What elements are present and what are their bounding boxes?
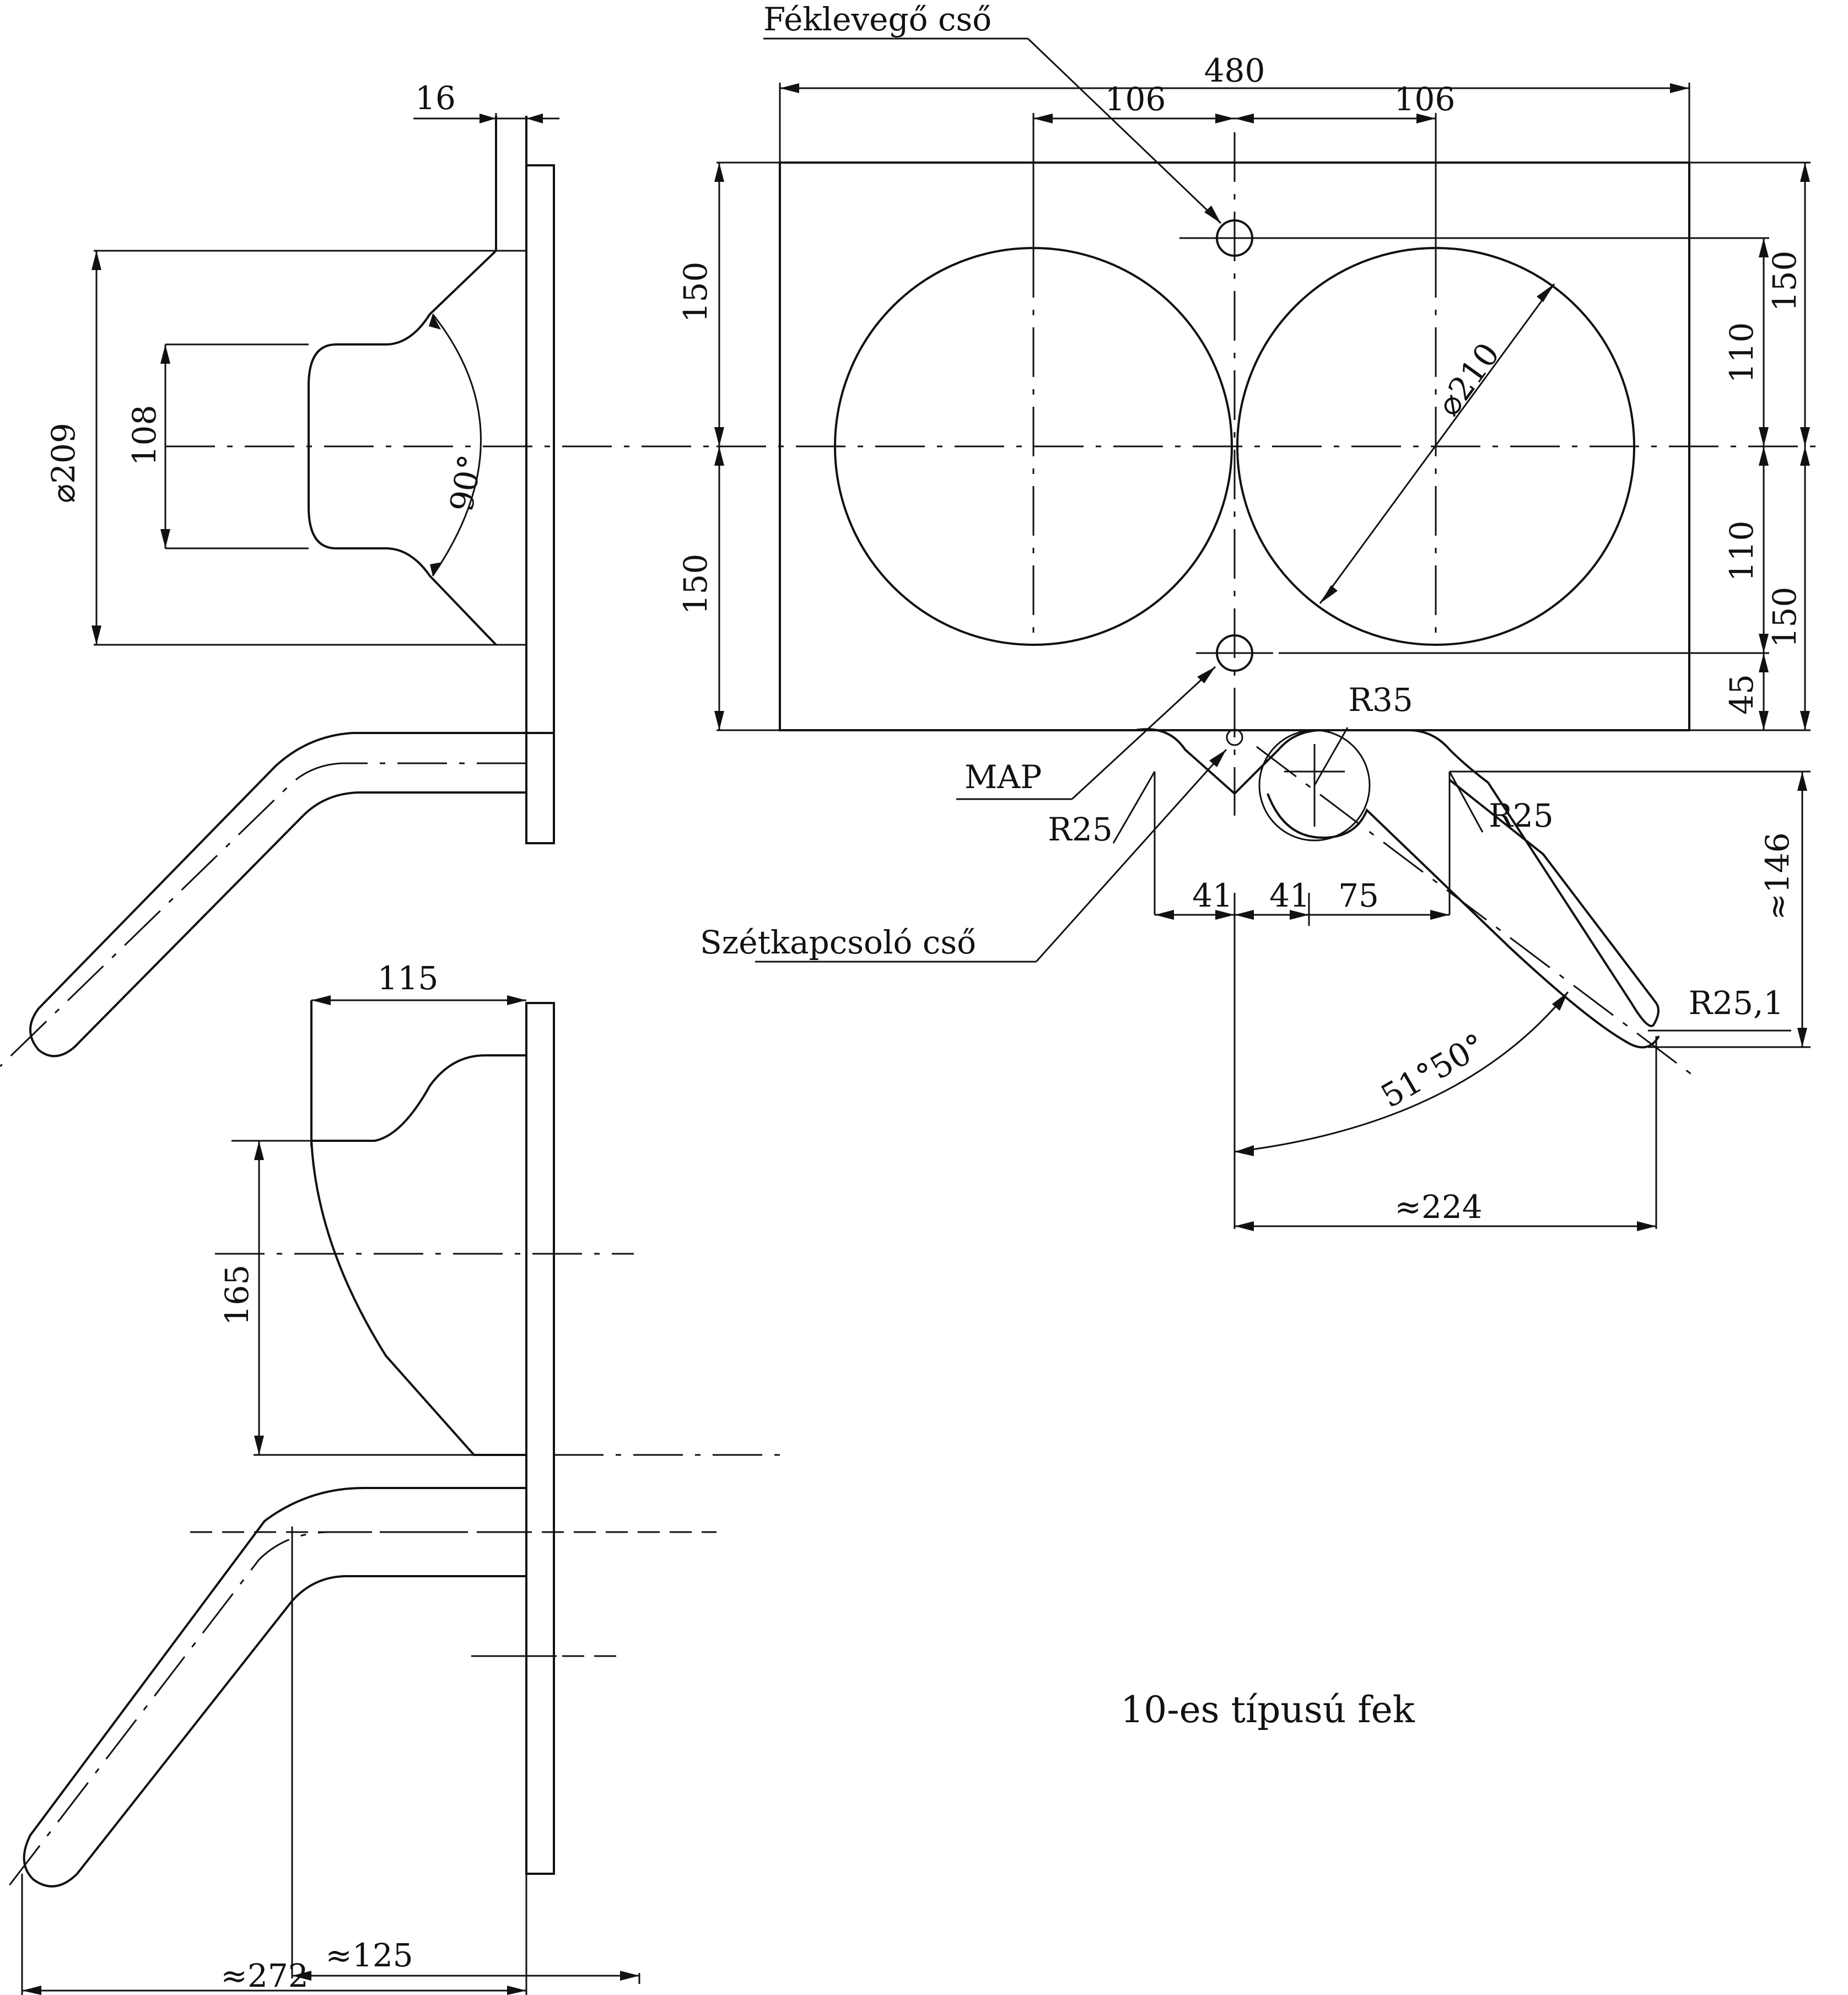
callout-map: MAP [965,758,1042,796]
dim-165: 165 [218,1265,256,1326]
bottom-flange [525,1002,555,1875]
dim-125: ≈125 [325,1937,413,1974]
drawing-title: 10-es típusú fek [1120,1689,1415,1731]
flange-plate [525,164,555,844]
dim-right-110-top: 110 [1723,322,1760,384]
r35-circle [1258,729,1371,842]
bottom-body-top [311,1054,526,1142]
label-r35: R35 [1348,681,1413,719]
dim-150-top: 150 [677,262,714,323]
label-r25-1: R25,1 [1689,984,1784,1022]
side-tube [29,732,554,1058]
dim-right-150-bottom: 150 [1766,587,1803,648]
notch-left [1135,728,1323,795]
dim-right-45: 45 [1723,674,1760,715]
dim-480: 480 [1204,52,1265,89]
bottom-body-curve [310,1140,526,1456]
dim-272: ≈272 [220,1957,308,1994]
callout-brake-release: Féklevegő cső [763,1,992,38]
dim-146: ≈146 [1759,832,1796,920]
label-r25-right: R25 [1489,797,1553,834]
dim-41-a: 41 [1192,877,1233,914]
dim-224: ≈224 [1394,1188,1482,1226]
dim-right-110-bottom: 110 [1723,521,1760,582]
disconnect-hole [1226,729,1243,746]
dim-75: 75 [1338,877,1379,914]
callouts: Féklevegő cső MAP Szétkapcsoló cső [700,1,1227,963]
dim-angle-90: 90° [443,452,489,514]
callout-disconnect: Szétkapcsoló cső [700,924,976,961]
dim-41-b: 41 [1269,877,1310,914]
dim-108: 108 [126,405,163,466]
outlet-tube [1408,729,1660,1027]
dim-diameter-209: ⌀209 [45,423,82,503]
dim-106-left: 106 [1105,80,1166,118]
label-r25-left: R25 [1048,811,1112,848]
dim-right-150-top: 150 [1766,251,1803,312]
dim-115: 115 [378,959,439,997]
dim-106-right: 106 [1394,80,1456,118]
body-profile [308,250,497,646]
side-view: 16 ⌀209 108 90° [0,79,716,1067]
dim-16: 16 [415,79,456,117]
bottom-tube [23,1487,526,1888]
bottom-view: 115 165 ≈125 ≈272 [4,959,783,1995]
front-view: ⌀210 480 106 106 150 150 [677,52,1819,1231]
dim-diameter-210: ⌀210 [1430,336,1507,423]
dim-150-bottom: 150 [677,554,714,615]
dim-angle-51-50: 51°50° [1375,1026,1491,1115]
